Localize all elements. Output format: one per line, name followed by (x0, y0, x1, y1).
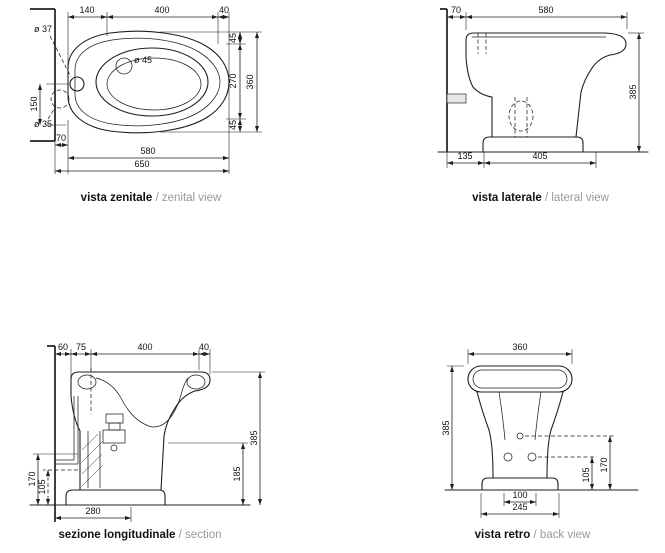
dim-label-280: 280 (85, 506, 100, 516)
dim-label-170: 170 (599, 457, 609, 472)
dim-label-70: 70 (56, 133, 66, 143)
dim-label-45-top: 45 (228, 33, 238, 43)
section-dimensions: 60 75 400 40 170 105 185 385 (27, 342, 265, 522)
dim-label-d37: ø 37 (34, 24, 52, 34)
caption-section: sezione longitudinale / section (20, 529, 260, 541)
leader-d35 (47, 105, 57, 120)
supply-pipe (55, 396, 79, 465)
dim-label-100: 100 (512, 490, 527, 500)
hidden-trap (508, 100, 534, 132)
dim-label-245: 245 (512, 502, 527, 512)
caption-lateral-it: vista laterale (472, 192, 542, 204)
caption-lateral: vista laterale / lateral view (428, 192, 653, 204)
bidet-top-outline (47, 30, 230, 134)
wall-line (47, 345, 56, 522)
dim-label-650: 650 (134, 159, 149, 169)
caption-section-en: / section (178, 529, 222, 541)
dim-label-385: 385 (628, 84, 638, 99)
fixing-hole-left (503, 452, 513, 462)
leader-d37 (49, 35, 72, 78)
dim-label-360: 360 (512, 342, 527, 352)
hidden-drain-circle (50, 89, 70, 109)
zenital-view-drawing: 140 400 40 ø 37 ø 45 ø 35 45 270 45 36 (29, 5, 262, 174)
caption-back: vista retro / back view (420, 529, 645, 541)
basin-interior (95, 377, 189, 428)
dim-label-40: 40 (219, 5, 229, 15)
dim-label-70: 70 (451, 5, 461, 15)
dim-label-40: 40 (199, 342, 209, 352)
caption-lateral-en: / lateral view (544, 192, 609, 204)
dim-label-140: 140 (79, 5, 94, 15)
caption-zenital-it: vista zenitale (80, 192, 153, 204)
dim-label-185: 185 (232, 466, 242, 481)
lateral-view-drawing: 70 580 385 135 405 (437, 5, 649, 168)
caption-zenital-en: / zenital view (155, 192, 222, 204)
dim-label-360: 360 (245, 74, 255, 89)
dim-label-170: 170 (27, 471, 37, 486)
dim-label-400: 400 (137, 342, 152, 352)
dim-label-580: 580 (538, 5, 553, 15)
bidet-section-outline (55, 368, 211, 506)
dim-label-60: 60 (58, 342, 68, 352)
caption-back-en: / back view (533, 529, 591, 541)
wall-line (30, 8, 56, 142)
wall-line (440, 8, 448, 152)
dim-label-105: 105 (581, 467, 591, 482)
dim-label-405: 405 (532, 151, 547, 161)
dim-label-105: 105 (37, 479, 47, 494)
rim-section-front (186, 374, 206, 390)
dim-label-385: 385 (249, 430, 259, 445)
dim-label-135: 135 (457, 151, 472, 161)
lateral-view: 70 580 385 135 405 (420, 0, 665, 215)
back-view-drawing: 360 385 105 170 100 245 (441, 342, 639, 518)
dim-label-400: 400 (154, 5, 169, 15)
dim-label-45-bottom: 45 (228, 120, 238, 130)
bidet-side-outline (446, 32, 627, 153)
dim-label-580: 580 (140, 146, 155, 156)
dim-label-d45: ø 45 (134, 55, 152, 65)
fixing-hole-right (527, 452, 537, 462)
section-view-drawing: 60 75 400 40 170 105 185 385 (27, 342, 265, 522)
back-dimensions: 360 385 105 170 100 245 (441, 342, 615, 518)
zenital-view: 140 400 40 ø 37 ø 45 ø 35 45 270 45 36 (0, 0, 290, 215)
valve-assembly (102, 413, 126, 452)
water-supply-pipe (446, 93, 467, 104)
dim-label-150: 150 (29, 96, 39, 111)
back-view: 360 385 105 170 100 245 (420, 338, 665, 553)
rim-section-back (77, 374, 97, 390)
drain-hole (516, 432, 524, 440)
tap-hole-circle (115, 57, 133, 75)
lateral-dimensions: 70 580 385 135 405 (446, 5, 644, 168)
section-view: 60 75 400 40 170 105 185 385 (0, 338, 290, 553)
dim-label-d35: ø 35 (34, 119, 52, 129)
bidet-back-outline (467, 365, 573, 491)
dim-label-75: 75 (76, 342, 86, 352)
caption-zenital: vista zenitale / zenital view (30, 192, 272, 204)
inlet-circle (69, 76, 85, 92)
caption-section-it: sezione longitudinale (58, 529, 176, 541)
dim-label-270: 270 (228, 73, 238, 88)
dim-label-385: 385 (441, 420, 451, 435)
zenital-dimensions: 140 400 40 ø 37 ø 45 ø 35 45 270 45 36 (29, 5, 262, 174)
caption-back-it: vista retro (474, 529, 531, 541)
